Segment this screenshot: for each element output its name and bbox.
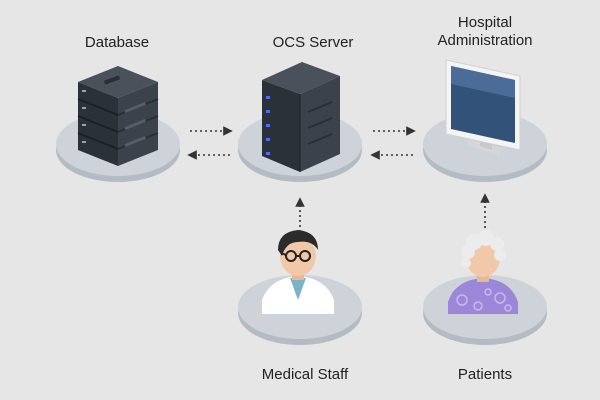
hospital-administration-label: Hospital Administration (410, 14, 560, 50)
medical-staff-doctor-icon (262, 230, 334, 314)
hospital-administration-label-line2: Administration (437, 32, 533, 49)
patients-label: Patients (457, 366, 513, 383)
database-server-rack-icon (77, 66, 159, 166)
medical-staff-label: Medical Staff (261, 366, 349, 383)
connector-ocs-hospital (370, 126, 416, 160)
ocs-server-label: OCS Server (272, 34, 354, 51)
ocs-server-tower-icon (262, 62, 340, 172)
database-label: Database (84, 34, 150, 51)
hospital-monitor-icon (445, 59, 521, 156)
connector-database-ocs (187, 126, 233, 160)
hospital-administration-label-line1: Hospital (457, 14, 513, 31)
patient-elderly-icon (448, 230, 518, 314)
